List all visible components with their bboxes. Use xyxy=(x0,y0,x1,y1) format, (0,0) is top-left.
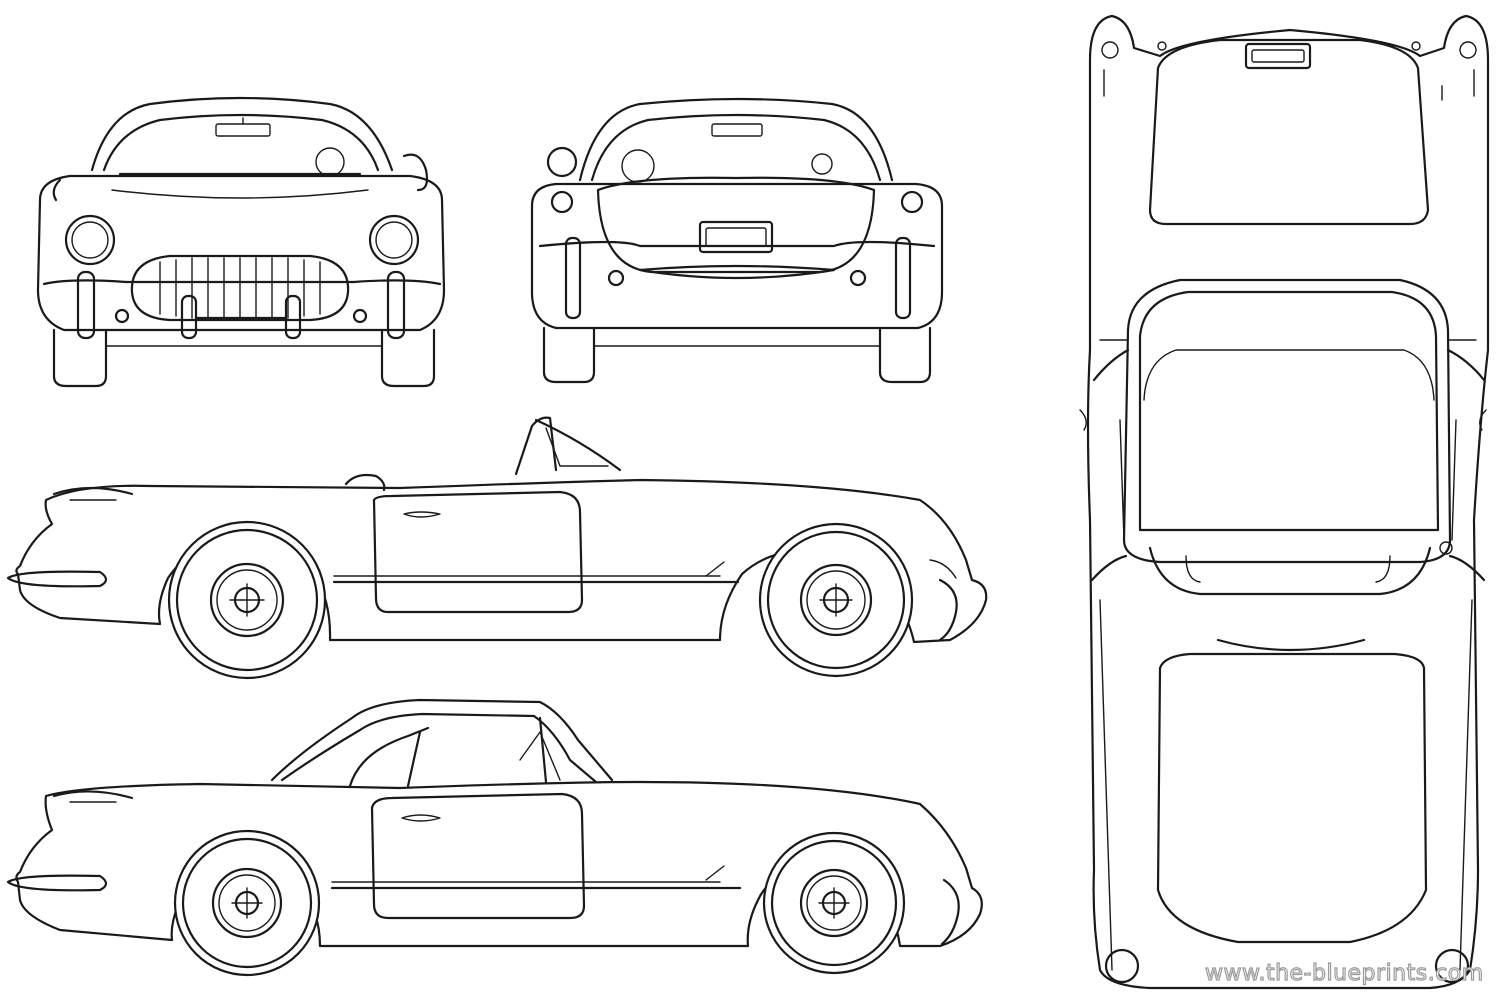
side-view-hardtop xyxy=(6,698,983,977)
side-view-convertible xyxy=(6,416,988,680)
watermark-text: www.the-blueprints.com xyxy=(1205,960,1484,986)
front-view xyxy=(36,96,446,388)
rear-view xyxy=(530,97,944,384)
top-view xyxy=(1079,14,1490,990)
